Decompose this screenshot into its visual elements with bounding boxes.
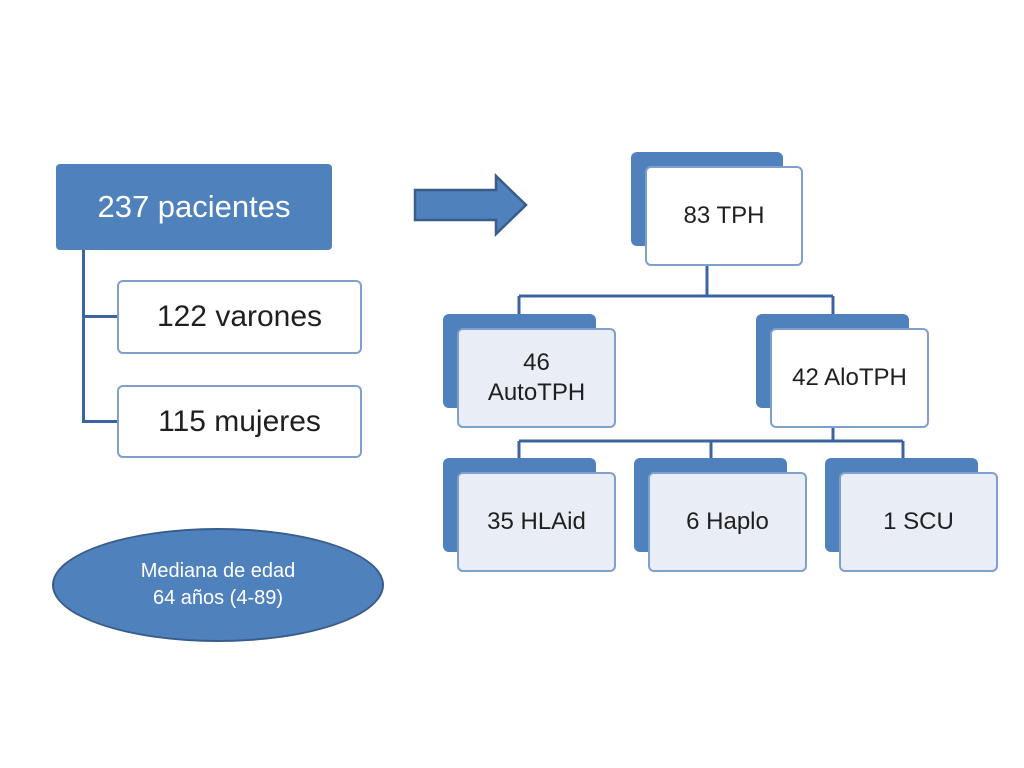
node-scu-label: 1 SCU [883, 508, 954, 535]
node-alotph-label: 42 AloTPH [792, 364, 907, 391]
child-node-label: 115 mujeres [158, 404, 321, 438]
node-alotph: 42 AloTPH [770, 328, 929, 428]
child-node-label: 122 varones [156, 300, 323, 333]
node-haplo-label: 6 Haplo [686, 508, 769, 535]
node-scu: 1 SCU [839, 472, 998, 572]
median-age-ellipse: Mediana de edad 64 años (4-89) [52, 528, 384, 642]
child-node-varones: 122 varones [117, 280, 362, 354]
left-connector-varones [82, 315, 118, 318]
ellipse-line-1: Mediana de edad [140, 560, 296, 582]
child-node-mujeres: 115 mujeres [117, 385, 362, 458]
left-connector-mujeres [82, 420, 118, 423]
left-vertical-connector [82, 250, 85, 423]
node-hlaid: 35 HLAid [457, 472, 616, 572]
ellipse-line-2: 64 años (4-89) [152, 587, 284, 609]
node-autotph-label: 46 AutoTPH [487, 349, 586, 406]
right-arrow-icon [413, 173, 528, 237]
root-node-label: 237 pacientes [97, 189, 291, 224]
tree-root-node: 83 TPH [645, 166, 803, 266]
node-haplo: 6 Haplo [648, 472, 807, 572]
tree-root-label: 83 TPH [683, 202, 765, 229]
root-node-patients: 237 pacientes [56, 164, 332, 250]
node-hlaid-label: 35 HLAid [487, 508, 586, 535]
node-autotph: 46 AutoTPH [457, 328, 616, 428]
